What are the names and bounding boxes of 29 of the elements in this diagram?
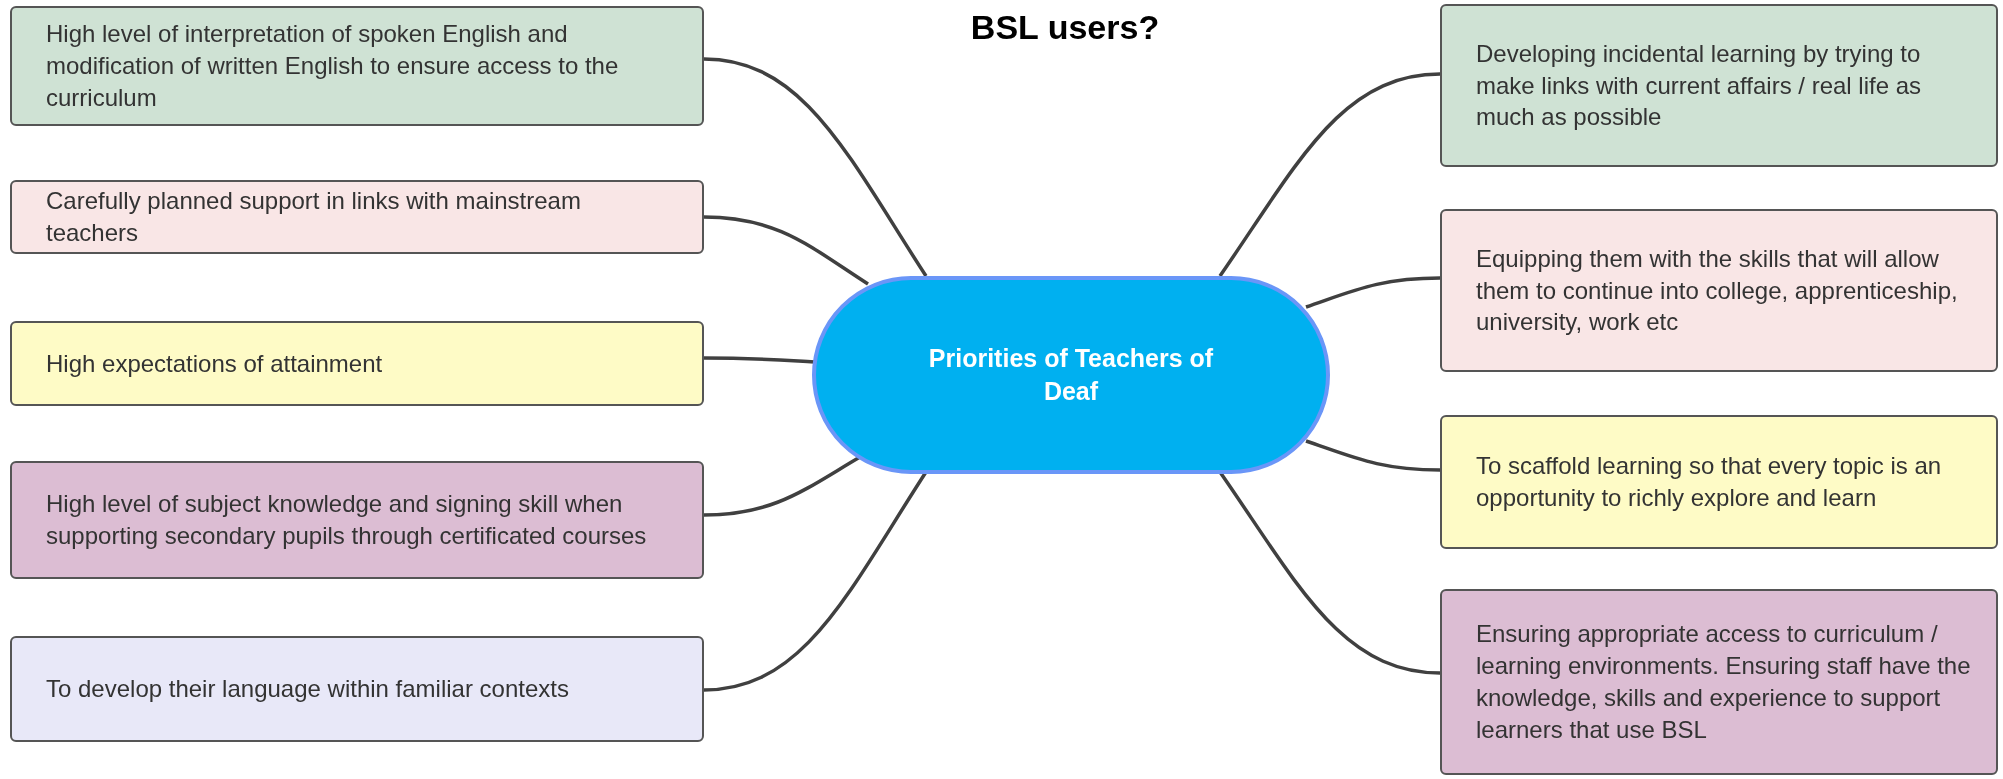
topic-text: High level of subject knowledge and signing skill when supporting secondary pupils through certificated courses <box>46 489 648 551</box>
connector-line <box>703 215 869 286</box>
topic-box <box>1440 4 1998 167</box>
topic-box <box>10 321 704 406</box>
topic-box <box>1440 415 1998 549</box>
connector-line <box>1218 72 1441 277</box>
topic-box <box>1440 209 1998 372</box>
topic-text: To develop their language within familiar contexts <box>46 674 569 705</box>
topic-text: To scaffold learning so that every topic is an opportunity to richly explore and learn <box>1476 451 1943 513</box>
topic-box <box>10 461 704 579</box>
connector-line <box>704 356 815 364</box>
connector-line <box>1305 276 1441 309</box>
connector-line <box>1218 471 1441 675</box>
topic-box <box>1440 589 1998 775</box>
connector-line <box>1305 439 1441 472</box>
connector-line <box>703 455 861 517</box>
topic-box <box>10 180 704 254</box>
connector-line <box>703 471 928 692</box>
topic-text: Developing incidental learning by trying to make links with current affairs / real life as much as possible <box>1476 38 1923 133</box>
connector-line <box>703 57 928 277</box>
topic-box <box>10 6 704 126</box>
topic-text: High expectations of attainment <box>46 348 383 379</box>
topic-text: Priorities of Teachers of Deaf <box>927 342 1215 407</box>
topic-text: High level of interpretation of spoken English and modification of written English to ensure access to the curriculum <box>46 19 620 113</box>
topic-text: Carefully planned support in links with mainstream teachers <box>46 186 582 248</box>
topic-text: Ensuring appropriate access to curriculum / learning environments. Ensuring staff have the knowledge, skills and experience to support learners that use BSL <box>1476 619 1972 745</box>
topic-text: Equipping them with the skills that will allow them to continue into college, apprenticeship, university, work etc <box>1476 243 1959 338</box>
diagram-title: BSL users? <box>969 8 1161 47</box>
topic-box <box>10 636 704 742</box>
